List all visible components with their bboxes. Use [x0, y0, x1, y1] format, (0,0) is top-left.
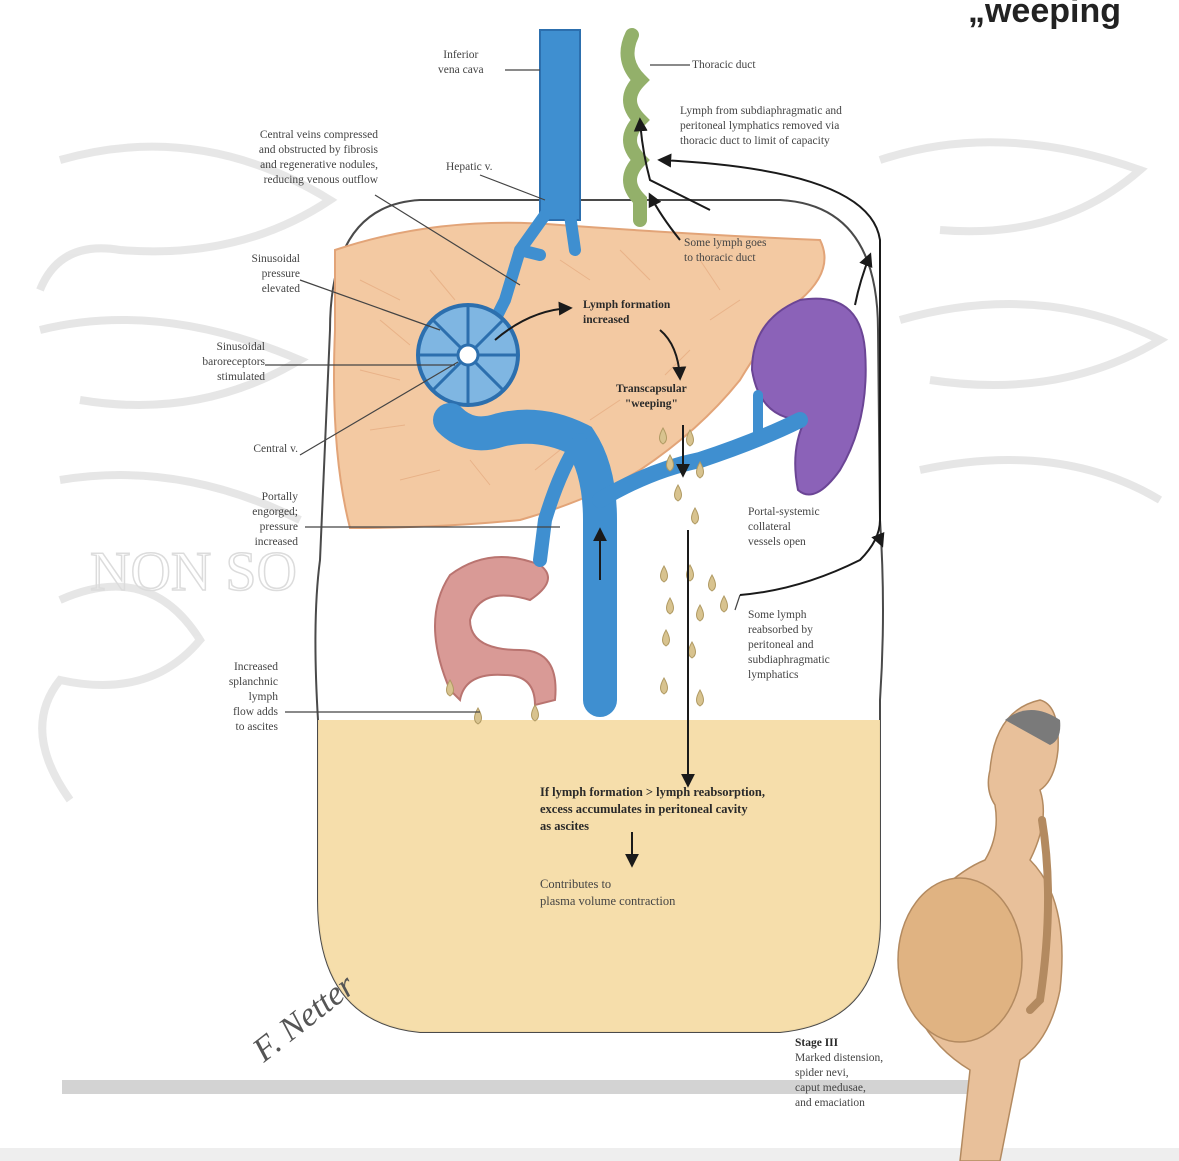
label-sinusoidal-baroreceptors: Sinusoidal baroreceptors stimulated	[160, 340, 265, 385]
label-hepatic-v: Hepatic v.	[446, 160, 493, 175]
page-header-weeping: „weeping	[968, 0, 1121, 31]
inferior-vena-cava	[540, 30, 580, 220]
label-stage-iii-description: Marked distension, spider nevi, caput me…	[795, 1051, 883, 1111]
label-sinusoidal-pressure: Sinusoidal pressure elevated	[190, 252, 300, 297]
label-some-lymph-reabsorbed: Some lymph reabsorbed by peritoneal and …	[748, 608, 830, 683]
label-portal-systemic-collateral: Portal-systemic collateral vessels open	[748, 505, 820, 550]
label-some-lymph-thoracic-duct: Some lymph goes to thoracic duct	[684, 236, 766, 266]
label-thoracic-duct: Thoracic duct	[692, 58, 756, 73]
label-if-lymph-formation: If lymph formation > lymph reabsorption,…	[540, 784, 765, 835]
label-stage-iii: Stage III	[795, 1036, 838, 1051]
label-portally-engorged: Portally engorged; pressure increased	[190, 490, 298, 550]
label-increased-splanchnic-lymph: Increased splanchnic lymph flow adds to …	[170, 660, 278, 735]
label-central-v: Central v.	[190, 442, 298, 457]
thoracic-duct	[628, 35, 641, 220]
label-lymph-formation-increased: Lymph formation increased	[583, 298, 670, 328]
label-transcapsular-weeping: Transcapsular "weeping"	[616, 382, 687, 412]
non-sum-watermark: NON SO	[90, 541, 297, 603]
label-central-veins-compressed: Central veins compressed and obstructed …	[188, 128, 378, 188]
label-contributes-plasma-volume: Contributes to plasma volume contraction	[540, 876, 675, 910]
label-inferior-vena-cava: Inferior vena cava	[438, 48, 484, 78]
sinusoid-lobule	[418, 305, 518, 405]
label-lymph-removed: Lymph from subdiaphragmatic and peritone…	[680, 104, 842, 149]
